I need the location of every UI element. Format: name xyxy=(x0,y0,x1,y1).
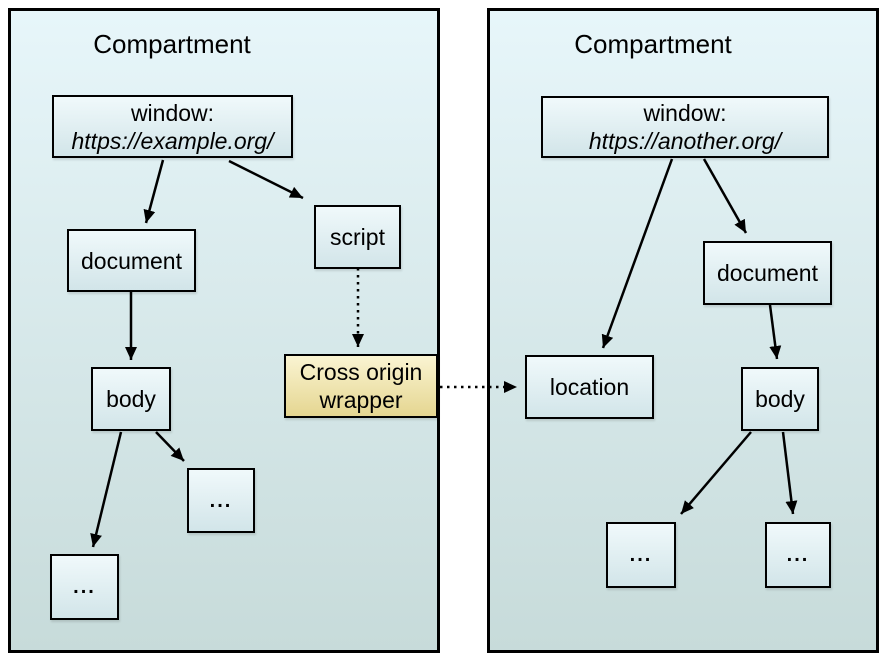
node-ellipsis-left-1: ... xyxy=(187,468,255,533)
node-cross-origin-wrapper: Cross origin wrapper xyxy=(284,354,438,418)
node-window-right: window: https://another.org/ xyxy=(541,96,829,158)
window-left-label: window: xyxy=(130,99,215,126)
node-body-right: body xyxy=(741,367,819,431)
node-script: script xyxy=(314,205,401,269)
window-right-url: https://another.org/ xyxy=(588,128,782,154)
compartment-right-title: Compartment xyxy=(574,29,732,59)
node-ellipsis-left-2: ... xyxy=(50,554,119,620)
window-right-label: window: xyxy=(643,100,727,126)
node-document-right: document xyxy=(703,241,832,305)
node-window-left: window: https://example.org/ xyxy=(52,95,293,158)
window-left-url: https://example.org/ xyxy=(71,127,274,154)
node-ellipsis-right-2: ... xyxy=(765,522,831,588)
node-body-left: body xyxy=(91,367,171,431)
node-ellipsis-right-1: ... xyxy=(606,522,676,588)
compartment-left-title: Compartment xyxy=(93,29,251,59)
node-document-left: document xyxy=(67,229,196,292)
node-location: location xyxy=(525,355,654,419)
